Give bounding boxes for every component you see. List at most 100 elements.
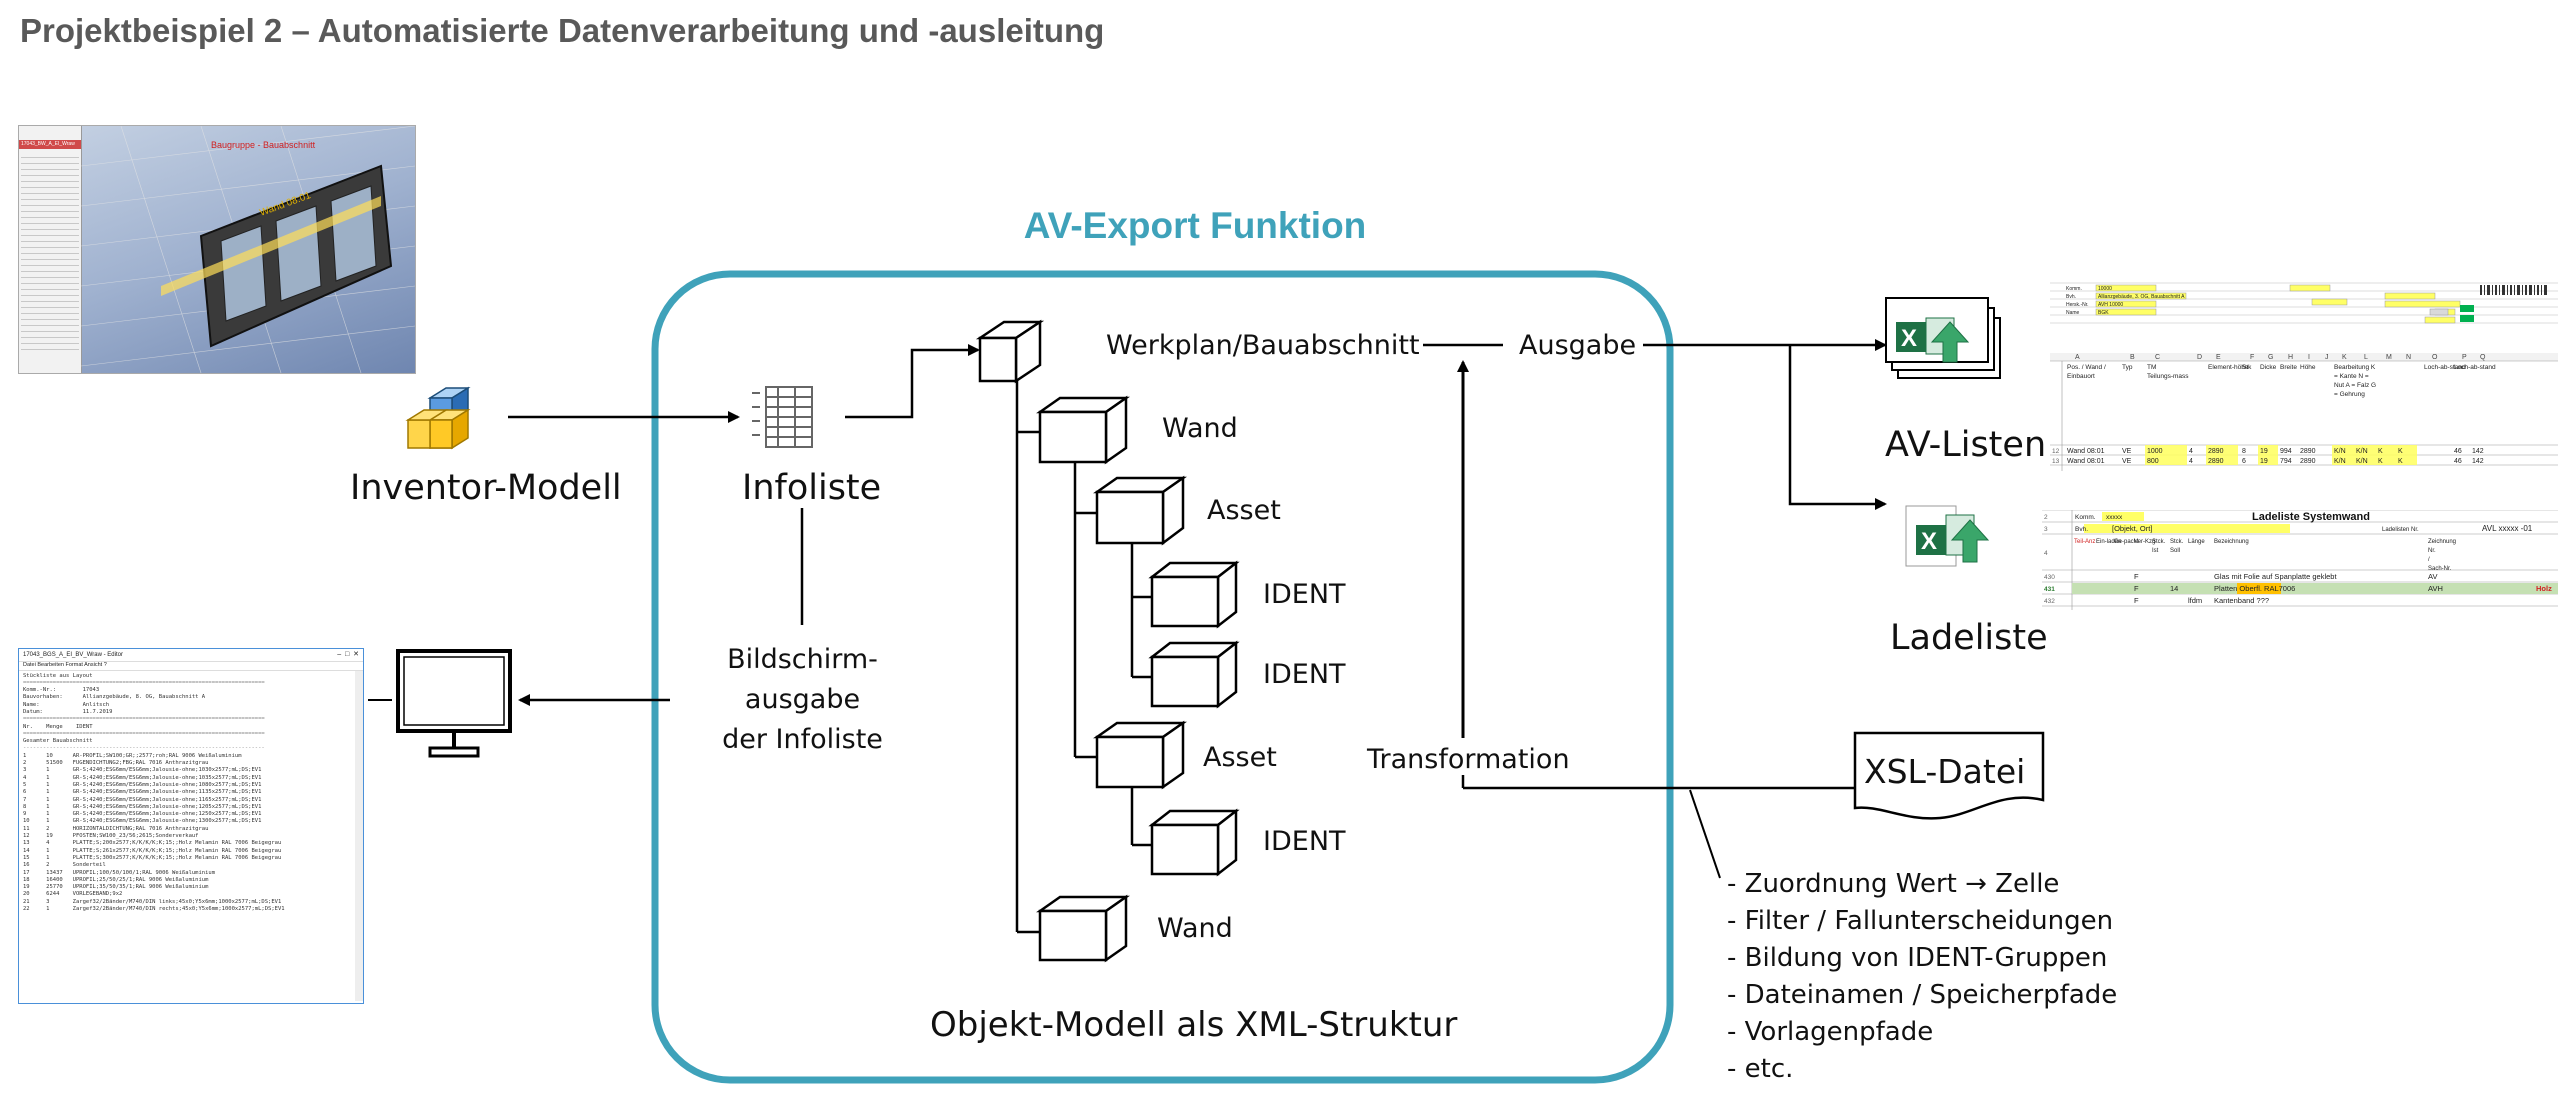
av-cell: VE <box>2122 448 2132 455</box>
editor-row: 3 1 GR-S;4240;ESG6mm/ESG6mm;Jalousie-ohn… <box>23 767 262 774</box>
av-col-letter: E <box>2216 354 2221 361</box>
editor-row: 5 1 GR-S;4240;ESG6mm/ESG6mm;Jalousie-ohn… <box>23 781 262 788</box>
av-export-frame <box>651 270 1674 1084</box>
ladeliste-col-heading: / <box>2428 557 2430 563</box>
ladeliste-cell: F <box>2134 572 2139 581</box>
ladeliste-row-number: 431 <box>2044 586 2055 593</box>
av-cell: 4 <box>2189 448 2193 455</box>
av-col-letter: P <box>2462 354 2467 361</box>
av-cell: 994 <box>2280 448 2292 455</box>
inventor-model-cubes-icon <box>405 386 471 450</box>
av-col-heading: Pos. / Wand / <box>2067 364 2106 371</box>
av-cell: 794 <box>2280 458 2292 465</box>
ladeliste-cell: F <box>2134 596 2139 605</box>
editor-row: 8 1 GR-S;4240;ESG6mm/ESG6mm;Jalousie-ohn… <box>23 803 262 810</box>
av-cell: K/N <box>2334 448 2346 455</box>
editor-row: 18 16400 UPROFIL;25/50/25/1;RAL 9006 Wei… <box>23 876 209 883</box>
av-cell: 2890 <box>2208 448 2224 455</box>
av-cell: 8 <box>2242 448 2246 455</box>
av-col-heading: Element-höhe <box>2208 364 2249 371</box>
av-col-heading: Loch-ab-stand <box>2454 364 2496 371</box>
av-cell: 800 <box>2147 458 2159 465</box>
ladeliste-row-number: 2 <box>2044 514 2048 521</box>
xsl-feature-list: - Zuordnung Wert → Zelle - Filter / Fall… <box>1727 866 2117 1088</box>
ladeliste-col-heading: Bezeichnung <box>2214 539 2249 545</box>
ladeliste-nr-label: Ladelisten Nr. <box>2382 527 2419 533</box>
editor-row: 13 4 PLATTE;S;200x2577;K/K/K/K;K;15;;Hol… <box>23 840 282 847</box>
arrow-ausgabe-to-ladeliste <box>1788 345 1887 510</box>
av-row-number: 13 <box>2052 458 2060 465</box>
tree-root-label: Werkplan/Bauabschnitt <box>1106 330 1420 361</box>
av-cell: K <box>2378 448 2383 455</box>
xml-structure-caption: Objekt-Modell als XML-Struktur <box>930 1005 1458 1045</box>
av-row-number: 12 <box>2052 448 2060 455</box>
av-head-value: BGK <box>2098 310 2109 316</box>
av-col-heading: Nut A = Falz G <box>2334 382 2376 389</box>
ladeliste-bvh-value: [Objekt, Ort] <box>2112 524 2152 533</box>
av-cell: 6 <box>2242 458 2246 465</box>
av-col-letter: I <box>2308 354 2310 361</box>
ladeliste-cell: Holz <box>2536 584 2552 593</box>
editor-row: 11 2 HORIZONTALDICHTUNG;RAL 7016 Anthraz… <box>23 825 209 832</box>
ladeliste-cell: lfdm <box>2188 596 2202 605</box>
av-col-letter: O <box>2432 354 2438 361</box>
barcode-icon <box>2480 285 2547 295</box>
editor-row: 1 10 AR-PROFIL;SW100;GR;;2577;roh;RAL 90… <box>23 752 242 759</box>
editor-window-title: 17043_BGS_A_EI_BV_Wraw - Editor <box>23 652 123 658</box>
ladeliste-col-heading: Nr. <box>2428 548 2436 554</box>
av-sheet-svg: Komm.Bvh.Hersk.-Nr.Name10000Allianzgebäu… <box>2050 275 2558 471</box>
xsl-feature-item: - Bildung von IDENT-Gruppen <box>1727 943 2108 973</box>
editor-row: 4 1 GR-S;4240;ESG6mm/ESG6mm;Jalousie-ohn… <box>23 774 262 781</box>
av-col-heading: Teilungs-mass <box>2147 373 2189 380</box>
editor-col-header: Nr. Menge IDENT <box>23 723 93 730</box>
tree-wand-2-label: Wand <box>1157 913 1233 944</box>
ladeliste-bvh-label: Bvh. <box>2075 526 2088 533</box>
ladeliste-row-number: 4 <box>2044 550 2048 557</box>
screen-output-line-1: Bildschirm- <box>727 644 878 675</box>
av-cell: K/N <box>2334 458 2346 465</box>
av-col-heading: Stk <box>2242 364 2252 371</box>
editor-row: 6 1 GR-S;4240;ESG6mm/ESG6mm;Jalousie-ohn… <box>23 789 262 796</box>
av-col-heading: = Gehrung <box>2334 391 2365 398</box>
av-col-heading: Dicke <box>2260 364 2277 371</box>
av-cell: 46 <box>2454 448 2462 455</box>
av-col-heading: TM <box>2147 364 2156 371</box>
av-head-value: Allianzgebäude, 3. OG, Bauabschnitt A <box>2098 294 2185 300</box>
av-col-heading: Typ <box>2122 364 2133 371</box>
av-cell: 1000 <box>2147 448 2163 455</box>
editor-meta: Datum: 11.7.2019 <box>23 708 113 715</box>
ladeliste-col-heading: Stck. <box>2152 539 2166 545</box>
av-col-letter: F <box>2250 354 2254 361</box>
av-head-label: Komm. <box>2066 286 2082 292</box>
screen-output-line-2: ausgabe <box>744 684 861 715</box>
av-head-label: Hersk.-Nr. <box>2066 302 2089 308</box>
cad-tree-header: 17043_BW_A_EI_Wraw <box>19 140 81 149</box>
av-col-letter: L <box>2364 354 2368 361</box>
ladeliste-label: Ladeliste <box>1890 618 2048 658</box>
infoliste-label: Infoliste <box>742 468 882 508</box>
av-col-heading: = Kante N = <box>2334 373 2369 380</box>
cube-wand-2 <box>1036 894 1130 963</box>
tree-wand-1-label: Wand <box>1162 413 1238 444</box>
editor-row: 9 1 GR-S;4240;ESG6mm/ESG6mm;Jalousie-ohn… <box>23 811 262 818</box>
editor-row: 10 1 GR-S;4240;ESG6mm/ESG6mm;Jalousie-oh… <box>23 818 262 825</box>
av-head-value: 10000 <box>2098 286 2112 292</box>
av-export-title: AV-Export Funktion <box>1023 205 1367 246</box>
av-col-letter: D <box>2197 354 2202 361</box>
tree-asset-2-label: Asset <box>1203 742 1277 773</box>
arrow-infoliste-to-tree <box>845 344 980 419</box>
av-cell: Wand 08:01 <box>2067 458 2105 465</box>
cad-screenshot-thumbnail: 17043_BW_A_EI_Wraw Baugruppe - Bauabschn… <box>18 125 416 374</box>
av-col-letter: G <box>2268 354 2273 361</box>
editor-row: 14 1 PLATTE;S;261x2577;K/K/K/K;K;15;;Hol… <box>23 847 282 854</box>
tree-asset-1-label: Asset <box>1207 495 1281 526</box>
ladeliste-avl-value: AVL xxxxx -01 <box>2482 524 2533 533</box>
av-col-letter: M <box>2386 354 2392 361</box>
cube-asset-1 <box>1093 475 1187 546</box>
editor-row: 20 6244 VORLEGEBAND;9x2 <box>23 891 123 898</box>
cube-ident-2 <box>1148 640 1240 709</box>
av-cell: K <box>2378 458 2383 465</box>
av-cell: 2890 <box>2208 458 2224 465</box>
editor-meta: Bauvorhaben: Allianzgebäude, 8. OG, Baua… <box>23 694 206 701</box>
